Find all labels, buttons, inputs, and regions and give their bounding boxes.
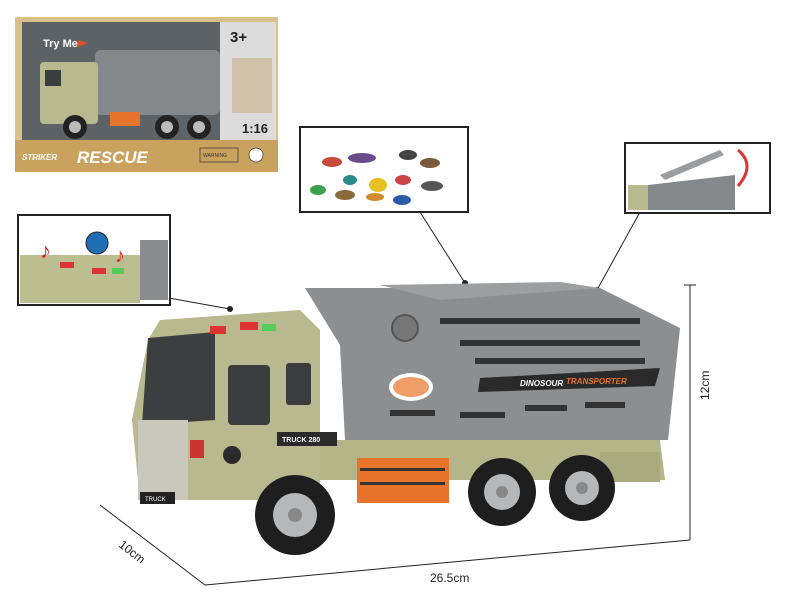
brand-logo: STRIKER (22, 153, 57, 162)
package-title: RESCUE (77, 148, 149, 167)
try-me-label: Try Me (43, 38, 78, 50)
scale-label: 1:16 (242, 121, 268, 136)
curved-arrow-icon (736, 148, 749, 187)
dinosaurs-callout (299, 126, 469, 286)
music-note-icon: ♪ (40, 238, 51, 263)
license-plate: TRUCK (145, 497, 166, 503)
truck: DINOSOUR TRANSPORTER TRUCK TRUCK 280 (132, 282, 680, 555)
cab-label: TRUCK 280 (282, 437, 320, 444)
press-button-icon (85, 231, 109, 255)
package-box: Try Me 3+ 1:16 STRIKER RESCUE WARNING (15, 17, 278, 172)
warning-label: WARNING (203, 153, 227, 159)
music-note-icon: ♪ (115, 245, 125, 267)
dinosaur-figures (310, 150, 443, 205)
width-label: 10cm (116, 537, 148, 566)
length-label: 26.5cm (430, 571, 469, 585)
age-label: 3+ (230, 29, 247, 46)
wheel (255, 475, 335, 555)
wheel (468, 458, 536, 526)
height-label: 12cm (698, 371, 712, 400)
arrow-icon (78, 40, 88, 47)
lift-callout (594, 142, 771, 293)
body-label-dinosour: DINOSOUR (520, 379, 563, 388)
sound-light-callout: ♪ ♪ (17, 214, 233, 312)
wheel (549, 455, 615, 521)
pursuit-dino-logo (389, 373, 433, 401)
body-label-transporter: TRANSPORTER (566, 377, 627, 386)
